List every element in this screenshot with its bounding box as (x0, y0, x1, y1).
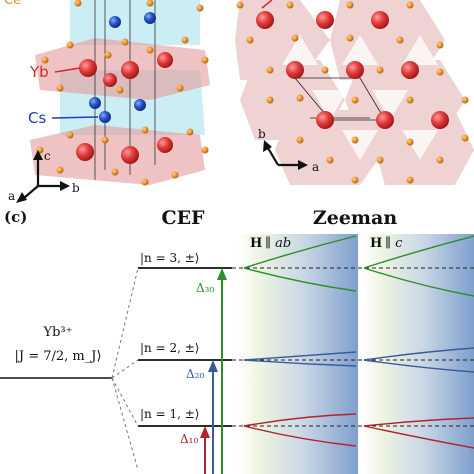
cs-label: Cs (28, 109, 46, 127)
zeeman-n2-ab-lower (243, 359, 357, 367)
axes-triad-left (16, 150, 70, 203)
yb-atom (157, 137, 173, 153)
cef-title: CEF (161, 207, 205, 229)
yb-label: Yb (29, 63, 49, 81)
zeeman-n1-ab-upper (243, 413, 357, 427)
cs-pointer (51, 116, 99, 119)
field-c-h: H (370, 236, 382, 251)
yb-octahedra-layer-lower (30, 125, 205, 185)
axis-b-label: b (72, 181, 80, 195)
zeeman-n2-c-upper (363, 347, 474, 361)
zeeman-panel-c (362, 234, 474, 474)
cs-atom (99, 111, 111, 123)
yb-atom (76, 143, 94, 161)
crystal-structure-3d: Ce Yb Cs c b a (4, 0, 210, 203)
zeeman-n3-ab-lower (243, 267, 357, 292)
excitation-arrow-30 (217, 268, 227, 474)
delta-30-label: Δ₃₀ (196, 281, 214, 295)
yb-pointer (54, 67, 81, 73)
zeeman-n3-c-lower (363, 267, 474, 297)
field-ab-h: H (250, 236, 262, 251)
panel-c-letter: (c) (4, 208, 27, 226)
zeeman-n3-c-upper (363, 235, 474, 269)
level-n2-label: |n = 2, ±⟩ (140, 341, 199, 355)
field-ab-suffix: ∥ ab (265, 236, 291, 251)
zeeman-title: Zeeman (313, 207, 397, 229)
axis-a-label-right: a (312, 160, 319, 174)
yb-atom (103, 73, 117, 87)
ligand-atoms-layer (236, 1, 469, 184)
axis-c-label: c (44, 149, 51, 163)
yb-atom (79, 59, 97, 77)
zeeman-n3-ab-upper (243, 235, 357, 269)
level-n1-label: |n = 1, ±⟩ (140, 407, 199, 421)
level-n3-label: |n = 3, ±⟩ (140, 251, 199, 265)
ground-state-label: |J = 7/2, m_J⟩ (14, 349, 101, 364)
zeeman-n2-ab-upper (243, 351, 357, 361)
yb-atom (157, 52, 173, 68)
zeeman-n1-ab-lower (243, 425, 357, 447)
yb-pointer-right (261, 0, 273, 9)
axes-triad-right (263, 140, 308, 170)
ground-ion-label: Yb³⁺ (43, 325, 73, 340)
excitation-arrow-20 (208, 360, 218, 474)
yb-atom (121, 146, 139, 164)
delta-20-label: Δ₂₀ (186, 367, 204, 381)
zeeman-n1-c-lower (363, 425, 474, 449)
zeeman-n2-c-lower (363, 359, 474, 373)
ligand-atoms (36, 0, 209, 186)
axis-a-label: a (8, 189, 15, 203)
cs-atom (144, 12, 156, 24)
cs-atom (89, 97, 101, 109)
yb-atoms-layer (256, 11, 449, 129)
panel-c: (c) CEF Zeeman H ∥ ab H ∥ c Yb³⁺ |J = 7/… (0, 207, 474, 474)
delta-10-label: Δ₁₀ (180, 432, 198, 446)
zeeman-panel-ab (238, 234, 358, 474)
zeeman-n1-c-upper (363, 417, 474, 427)
axis-b-label-right: b (258, 127, 266, 141)
cs-slab-upper (70, 0, 200, 45)
cs-atom (134, 99, 146, 111)
yb-atom (121, 61, 139, 79)
triangular-layer-view: b a (235, 0, 474, 185)
cut-top-label: Ce (4, 0, 21, 8)
excitation-arrow-10 (200, 426, 210, 474)
field-c-suffix: ∥ c (385, 236, 403, 251)
cs-atom (109, 16, 121, 28)
